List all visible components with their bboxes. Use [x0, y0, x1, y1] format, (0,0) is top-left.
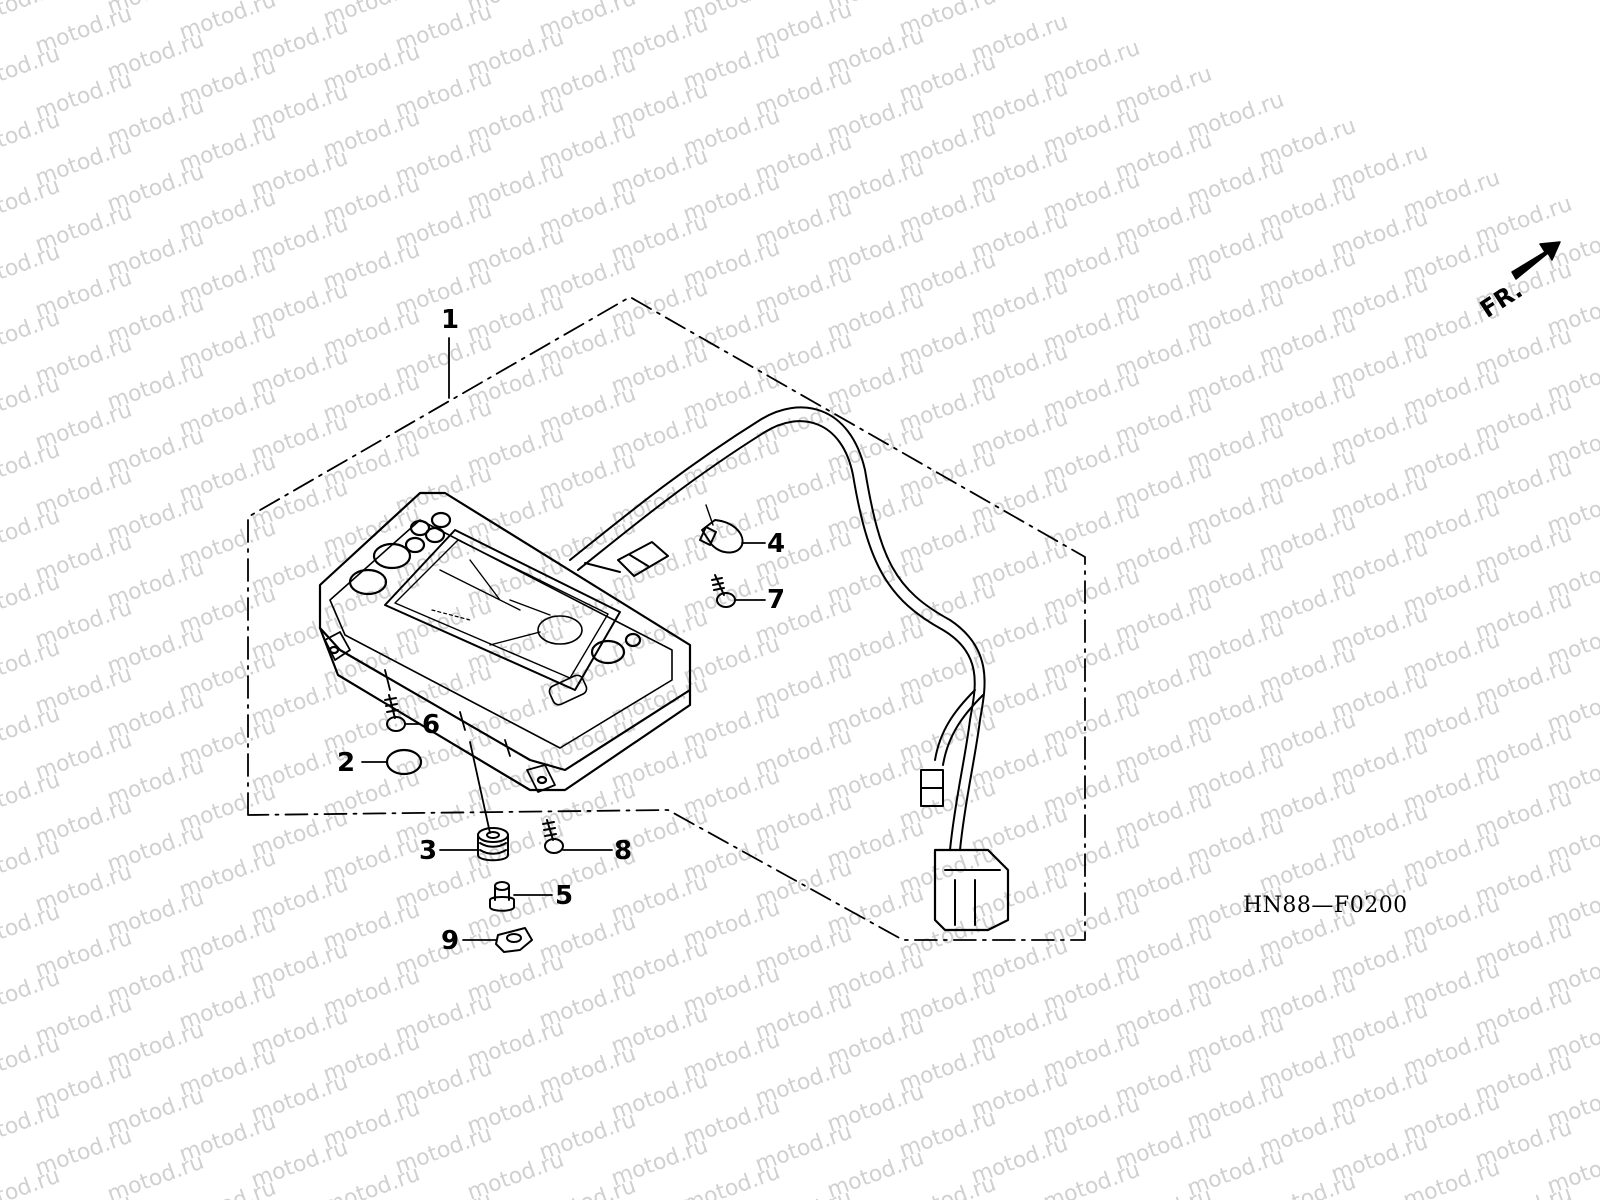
callout-1: 1: [441, 305, 460, 335]
callout-8: 8: [614, 836, 633, 866]
callout-5: 5: [555, 881, 574, 911]
screw-7-icon: [711, 574, 736, 608]
grommet-icon: [477, 827, 509, 862]
callout-9: 9: [441, 926, 460, 956]
assembly-boundary: [247, 296, 1086, 941]
meter-display: [384, 529, 621, 691]
callout-3: 3: [419, 836, 438, 866]
cap-icon: [385, 748, 423, 776]
nut-icon: [495, 927, 533, 953]
callout-6: 6: [422, 710, 441, 740]
meter-body: [318, 491, 692, 793]
callout-2: 2: [337, 748, 356, 778]
callout-7: 7: [767, 585, 786, 615]
harness-clamp-icon: [699, 504, 744, 554]
fr-arrow-icon: [1511, 241, 1561, 280]
connector-meter: [617, 541, 669, 577]
connector-large: [933, 848, 1010, 932]
leader-lines: [361, 337, 766, 941]
callout-4: 4: [767, 529, 786, 559]
wire-harness: [569, 406, 1010, 932]
diagram-code: HN88—F0200: [1243, 893, 1408, 918]
collar-icon: [489, 881, 515, 912]
screw-8-icon: [542, 819, 564, 854]
